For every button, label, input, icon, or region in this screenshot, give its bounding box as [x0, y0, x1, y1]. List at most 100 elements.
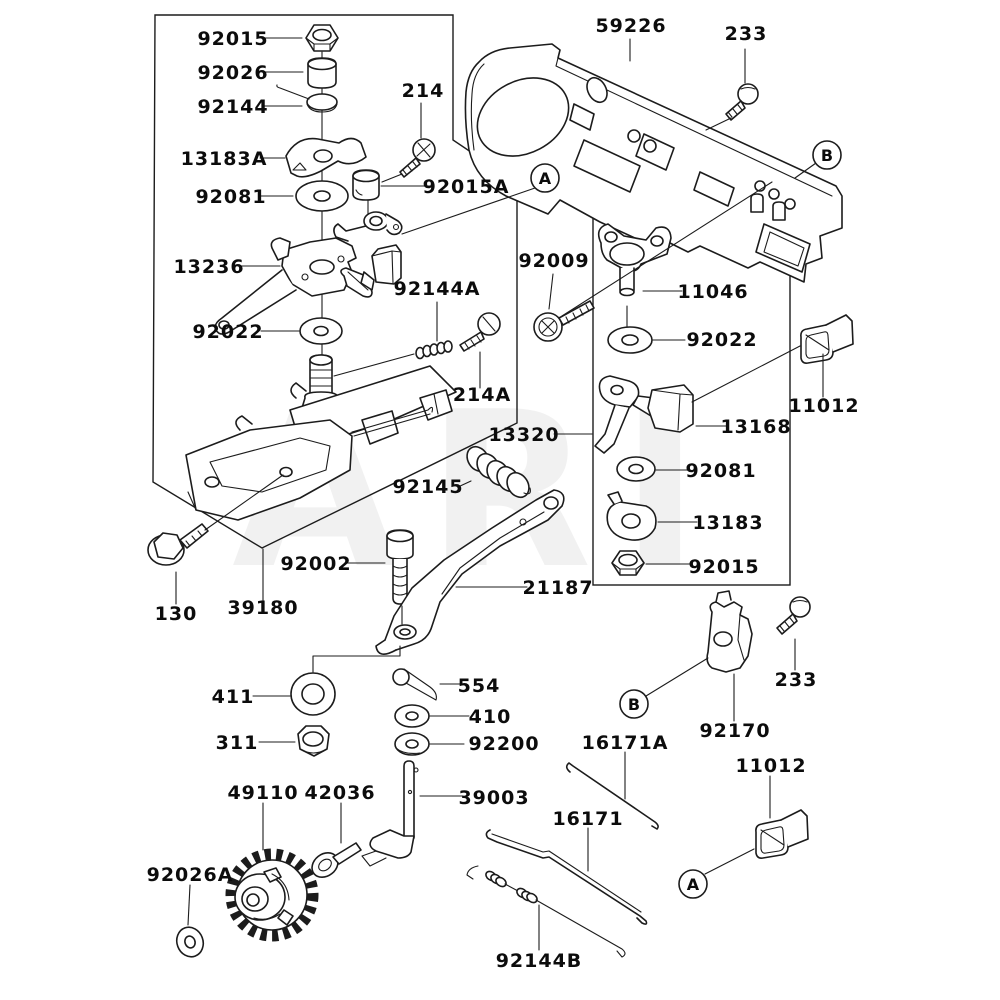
screw-233-top-drawing: [725, 83, 759, 121]
plate-13183A-drawing: [285, 137, 367, 178]
part-label-11012-bottom: 11012: [735, 755, 806, 777]
line-233-panel: [705, 117, 732, 131]
part-label-92015-top: 92015: [197, 28, 268, 50]
screw-214-drawing: [399, 138, 436, 178]
rod-39003-drawing: [361, 760, 419, 867]
leader-92009: [548, 273, 554, 310]
part-label-92081-right: 92081: [685, 460, 756, 482]
line-214-collar: [381, 173, 403, 183]
collar-92015A-drawing: [352, 169, 380, 201]
marker-a-top-letter: A: [539, 169, 552, 188]
part-label-42036: 42036: [304, 782, 375, 804]
line-92144A-shaft: [333, 353, 415, 377]
line-a-lever: [401, 187, 536, 235]
part-label-311: 311: [216, 732, 259, 754]
part-label-92144B: 92144B: [496, 950, 583, 972]
spring-92144B-drawing: [466, 865, 626, 958]
marker-b-bottom: B: [619, 689, 649, 719]
part-label-92026A: 92026A: [147, 864, 234, 886]
gear-49110-drawing: [225, 848, 319, 942]
part-label-554: 554: [458, 675, 501, 697]
part-label-13183A: 13183A: [181, 148, 268, 170]
part-label-92144A: 92144A: [394, 278, 481, 300]
part-label-13320: 13320: [488, 424, 559, 446]
rod-16171-drawing: [485, 829, 648, 925]
line-11012-13168: [691, 345, 801, 403]
part-label-21187: 21187: [522, 577, 593, 599]
part-label-92200: 92200: [468, 733, 539, 755]
line-b-panel: [794, 162, 817, 179]
lever-13236-drawing: [214, 211, 403, 335]
part-label-92015-right: 92015: [688, 556, 759, 578]
part-label-11046: 11046: [677, 281, 748, 303]
part-label-92026: 92026: [197, 62, 268, 84]
bracket-92170-drawing: [706, 590, 753, 673]
line-b-92170: [645, 657, 709, 697]
part-label-13168: 13168: [720, 416, 791, 438]
marker-a-top: A: [530, 163, 560, 193]
left-detail-box: [152, 14, 518, 549]
nut-311-drawing: [297, 725, 330, 757]
leader-92026A: [187, 884, 191, 926]
leader-92145: [457, 480, 472, 488]
collar-411-drawing: [290, 672, 336, 716]
screw-214A-drawing: [459, 312, 501, 352]
part-label-233-top: 233: [725, 23, 768, 45]
part-label-92022-right: 92022: [686, 329, 757, 351]
markers: A B B A: [530, 140, 842, 899]
part-label-233-bottom: 233: [775, 669, 818, 691]
part-label-411: 411: [212, 686, 255, 708]
line-92009-panel: [561, 181, 773, 317]
part-label-214A: 214A: [453, 384, 511, 406]
washer-92081-left-drawing: [295, 180, 349, 212]
part-label-92015A: 92015A: [423, 176, 510, 198]
marker-a-bottom-letter: A: [687, 875, 700, 894]
part-label-16171A: 16171A: [582, 732, 669, 754]
part-label-92081-left: 92081: [195, 186, 266, 208]
marker-a-bottom: A: [678, 869, 708, 899]
screw-233-bottom-drawing: [776, 596, 811, 635]
marker-b-top-circle: [812, 140, 842, 170]
washer-92022-right-drawing: [607, 326, 653, 354]
part-label-59226: 59226: [595, 15, 666, 37]
bracket-11046-drawing: [597, 223, 672, 297]
spring-92145-drawing: [466, 445, 531, 499]
cap-11012-bottom-drawing: [755, 809, 809, 859]
marker-b-top-letter: B: [821, 146, 833, 165]
bolt-130-drawing: [147, 523, 209, 566]
washer-92200-drawing: [394, 732, 430, 756]
arm-21187-drawing: [375, 489, 565, 655]
bushing-92026-drawing: [307, 57, 337, 89]
marker-a-top-circle: [530, 163, 560, 193]
lever-13168-drawing: [594, 375, 694, 454]
rod-16171A-drawing: [565, 762, 659, 830]
line-130-bracket: [204, 474, 284, 531]
screw-42036-drawing: [311, 842, 362, 879]
marker-b-bottom-letter: B: [628, 695, 640, 714]
parts: [147, 24, 854, 958]
part-label-16171: 16171: [552, 808, 623, 830]
marker-b-bottom-circle: [619, 689, 649, 719]
screw-92009-drawing: [533, 300, 595, 342]
spring-92144A-drawing: [415, 340, 453, 360]
part-label-214: 214: [402, 80, 445, 102]
part-label-92022-left: 92022: [192, 321, 263, 343]
part-label-49110: 49110: [227, 782, 298, 804]
nut-92015-top-drawing: [305, 24, 339, 52]
marker-b-top: B: [812, 140, 842, 170]
clip-554-drawing: [392, 668, 437, 701]
cap-11012-mid-drawing: [800, 314, 854, 364]
part-label-92002: 92002: [280, 553, 351, 575]
line-a-11012: [704, 848, 755, 875]
plate-13183-drawing: [606, 491, 657, 541]
part-label-39180: 39180: [227, 597, 298, 619]
washer-92022-left-drawing: [299, 317, 343, 345]
part-label-11012-mid: 11012: [788, 395, 859, 417]
line-411-arm: [312, 645, 401, 673]
panel-59226-drawing: [464, 43, 843, 283]
leader-lines: [175, 37, 824, 951]
labels: 92015 92026 92144 13183A 92081 214 92015…: [147, 15, 859, 972]
bracket-39180-lower-drawing: [185, 415, 353, 521]
